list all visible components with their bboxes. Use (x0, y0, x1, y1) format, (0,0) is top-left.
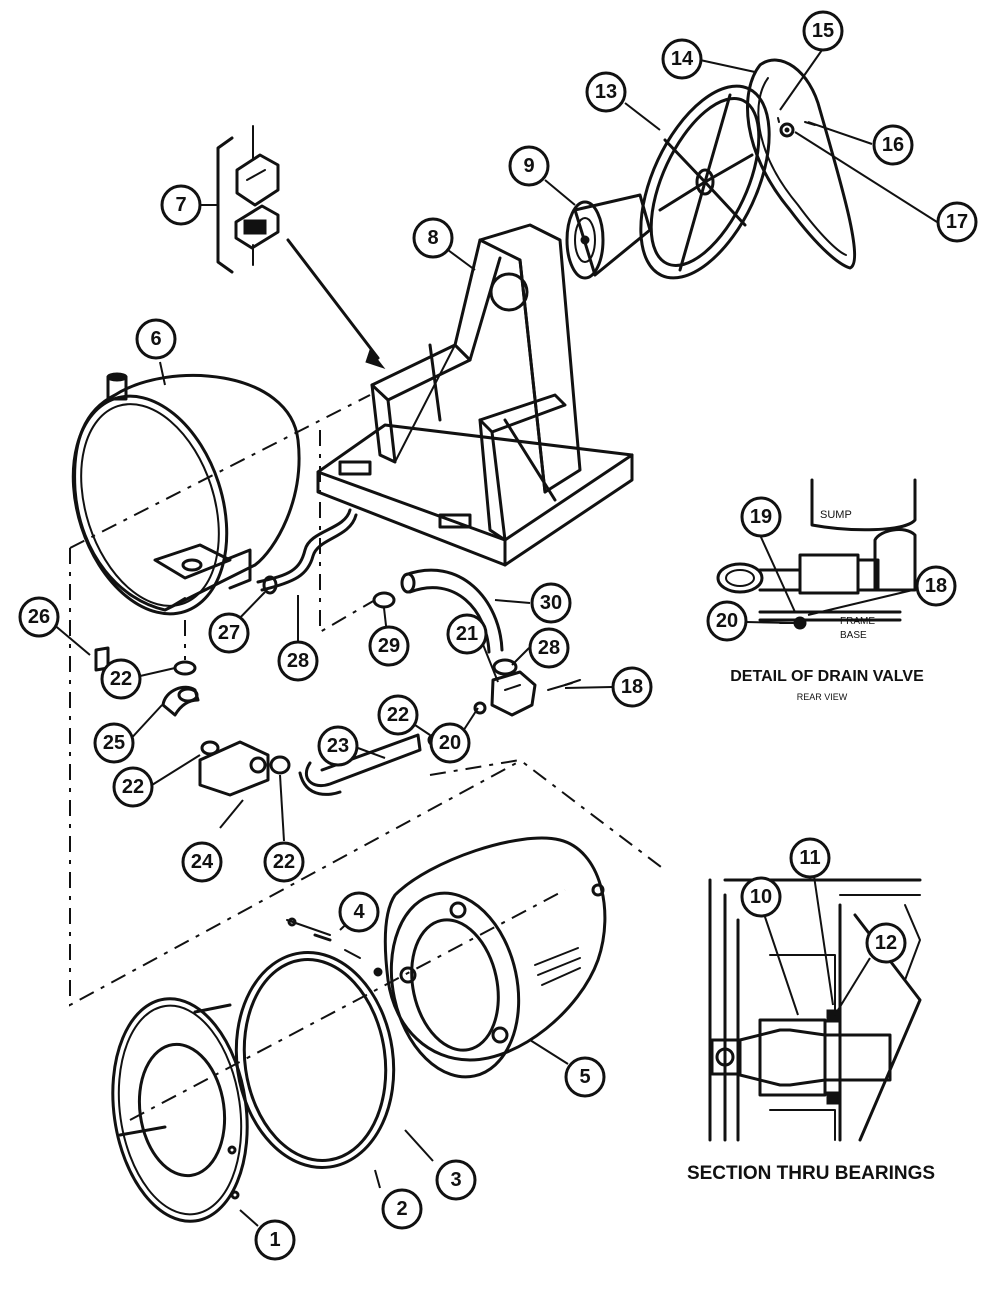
section-title: SECTION THRU BEARINGS (687, 1163, 935, 1184)
svg-text:30: 30 (540, 592, 562, 614)
svg-text:20: 20 (716, 610, 738, 632)
svg-text:23: 23 (327, 735, 349, 757)
callout-6: 6 (135, 318, 177, 360)
svg-text:16: 16 (882, 134, 904, 156)
inner-cylinder (383, 836, 607, 1079)
svg-text:11: 11 (799, 847, 820, 869)
hub-cone (565, 193, 652, 280)
svg-text:8: 8 (427, 227, 438, 249)
svg-text:29: 29 (378, 635, 400, 657)
drive-belt (746, 58, 857, 270)
callout-1: 1 (254, 1219, 296, 1261)
callout-15: 15 (802, 10, 844, 52)
base-label: BASE (840, 630, 867, 641)
callout-18-drain: 18 (915, 565, 957, 607)
callout-24: 24 (181, 841, 223, 883)
callout-7: 7 (160, 184, 202, 226)
svg-text:1: 1 (269, 1229, 280, 1251)
svg-text:3: 3 (450, 1169, 461, 1191)
svg-text:15: 15 (812, 20, 834, 42)
callout-2: 2 (381, 1188, 423, 1230)
sump-label: SUMP (820, 509, 852, 521)
svg-text:2: 2 (396, 1198, 407, 1220)
svg-text:13: 13 (595, 81, 617, 103)
svg-text:22: 22 (122, 776, 144, 798)
callout-8: 8 (412, 217, 454, 259)
callout-22-a: 22 (100, 658, 142, 700)
callout-28-b: 28 (528, 627, 570, 669)
callout-18: 18 (611, 666, 653, 708)
callout-22-c: 22 (263, 841, 305, 883)
callout-19: 19 (740, 496, 782, 538)
callout-9: 9 (508, 145, 550, 187)
frame-label: FRAME (840, 616, 875, 627)
callout-29: 29 (368, 625, 410, 667)
bracket-assembly (216, 125, 386, 369)
svg-text:20: 20 (439, 732, 461, 754)
callout-14: 14 (661, 38, 703, 80)
front-door-panel (111, 997, 249, 1223)
callout-25: 25 (93, 722, 135, 764)
callout-3: 3 (435, 1159, 477, 1201)
svg-text:4: 4 (353, 901, 365, 923)
leader-lines (45, 49, 938, 1227)
svg-text:6: 6 (150, 328, 161, 350)
callout-20: 20 (429, 722, 471, 764)
callout-28: 28 (277, 640, 319, 682)
svg-text:28: 28 (538, 637, 560, 659)
callout-5: 5 (564, 1056, 606, 1098)
frame-base (316, 223, 634, 567)
callout-12: 12 (865, 922, 907, 964)
svg-text:24: 24 (191, 851, 214, 873)
svg-text:12: 12 (875, 932, 897, 954)
callout-17: 17 (936, 201, 978, 243)
svg-text:22: 22 (273, 851, 295, 873)
callout-27: 27 (208, 612, 250, 654)
svg-text:28: 28 (287, 650, 309, 672)
callout-20-drain: 20 (706, 600, 748, 642)
svg-text:25: 25 (103, 732, 125, 754)
drain-valve-title: DETAIL OF DRAIN VALVE (730, 668, 924, 685)
callout-26: 26 (18, 596, 60, 638)
bearing-section-view: SECTION THRU BEARINGS (687, 878, 935, 1184)
svg-text:26: 26 (28, 606, 50, 628)
callout-22-b: 22 (112, 766, 154, 808)
svg-text:18: 18 (621, 676, 643, 698)
svg-text:7: 7 (175, 194, 186, 216)
door-ring-gasket (234, 917, 396, 1169)
svg-text:22: 22 (387, 704, 409, 726)
svg-text:22: 22 (110, 668, 132, 690)
svg-text:9: 9 (523, 155, 534, 177)
callout-4: 4 (338, 891, 380, 933)
callout-30: 30 (530, 582, 572, 624)
callout-23: 23 (317, 725, 359, 767)
callout-22-d: 22 (377, 694, 419, 736)
rear-view-label: REAR VIEW (797, 692, 848, 702)
callout-16: 16 (872, 124, 914, 166)
svg-text:5: 5 (579, 1066, 590, 1088)
callout-21: 21 (446, 613, 488, 655)
hoses-and-fittings (94, 508, 581, 797)
svg-text:19: 19 (750, 506, 772, 528)
svg-text:21: 21 (456, 623, 478, 645)
centerlines (69, 394, 666, 1121)
svg-text:17: 17 (946, 211, 968, 233)
svg-text:14: 14 (671, 48, 694, 70)
callout-bubbles: 1 2 3 4 5 6 7 8 9 10 11 12 13 14 15 16 1… (18, 10, 978, 1261)
callout-13: 13 (585, 71, 627, 113)
svg-text:18: 18 (925, 575, 947, 597)
svg-text:10: 10 (750, 886, 772, 908)
callout-11: 11 (789, 837, 831, 879)
drain-valve-detail: SUMP FRAME BASE DETAIL OF DRAIN VALVE RE… (716, 478, 924, 702)
svg-text:27: 27 (218, 622, 240, 644)
callout-10: 10 (740, 876, 782, 918)
pulley-wheel (639, 84, 771, 280)
outer-tub (71, 372, 301, 616)
